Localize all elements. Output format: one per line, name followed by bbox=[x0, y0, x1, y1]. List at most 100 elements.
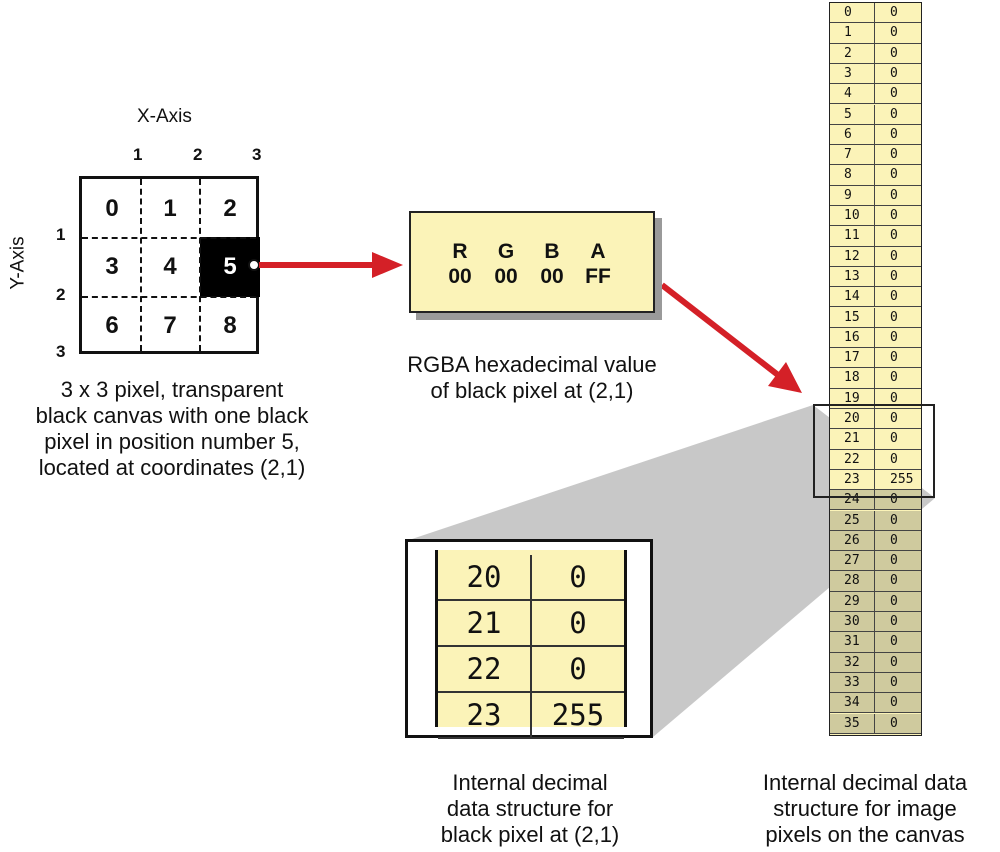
zoom-row: 21 0 bbox=[438, 601, 624, 647]
strip-value: 0 bbox=[890, 187, 898, 203]
strip-index: 6 bbox=[830, 124, 875, 145]
strip-value: 0 bbox=[890, 86, 898, 102]
y-tick-1: 1 bbox=[56, 225, 66, 244]
pixel-cell: 2 bbox=[223, 195, 237, 222]
strip-value: 0 bbox=[890, 25, 898, 41]
pixel-cell: 3 bbox=[105, 253, 119, 280]
strip-index: 32 bbox=[830, 652, 875, 672]
rgba-col-b: B 00 bbox=[529, 239, 575, 289]
rgba-value: 00 bbox=[540, 265, 564, 288]
zoom-value: 0 bbox=[569, 606, 587, 640]
highlight-frame bbox=[813, 404, 935, 498]
caption-line: of black pixel at (2,1) bbox=[430, 378, 634, 403]
strip-value: 0 bbox=[890, 208, 898, 223]
zoom-row: 23 255 bbox=[438, 693, 624, 739]
strip-index: 5 bbox=[830, 104, 875, 124]
zoom-index: 21 bbox=[438, 601, 532, 645]
strip-value: 0 bbox=[890, 167, 898, 183]
strip-row: 32 0 bbox=[830, 652, 921, 673]
strip-value: 0 bbox=[890, 268, 898, 284]
strip-index: 19 bbox=[830, 388, 875, 408]
strip-value: 255 bbox=[890, 471, 914, 487]
strip-index: 33 bbox=[830, 672, 875, 693]
arrow-right-head bbox=[372, 252, 403, 278]
strip-index: 20 bbox=[830, 409, 875, 429]
strip-value: 0 bbox=[890, 411, 898, 426]
pixel-cell: 8 bbox=[223, 312, 237, 339]
zoom-index: 23 bbox=[438, 693, 532, 737]
strip-value: 0 bbox=[890, 654, 898, 670]
strip-index: 17 bbox=[830, 348, 875, 368]
caption-line: black canvas with one black bbox=[35, 403, 309, 428]
strip-row: 23 255 bbox=[830, 469, 921, 491]
zoom-row: 22 0 bbox=[438, 647, 624, 693]
grid-divider bbox=[82, 296, 256, 298]
zoom-value: 255 bbox=[551, 698, 605, 732]
x-tick-1: 1 bbox=[133, 145, 143, 164]
arrow-diagonal-shaft bbox=[660, 282, 780, 378]
strip-value: 0 bbox=[890, 147, 898, 163]
strip-value: 0 bbox=[890, 614, 898, 629]
zoom-row: 20 0 bbox=[438, 555, 624, 601]
pixel-cell: 6 bbox=[105, 312, 119, 339]
strip-value: 0 bbox=[890, 45, 898, 61]
caption-line: RGBA hexadecimal value bbox=[407, 352, 657, 377]
rgba-col-a: A FF bbox=[575, 239, 621, 289]
strip-value: 0 bbox=[890, 228, 898, 244]
caption-line: Internal decimal data bbox=[762, 770, 968, 795]
rgba-value: FF bbox=[585, 265, 611, 288]
zoom-index: 22 bbox=[438, 647, 532, 691]
strip-value: 0 bbox=[890, 512, 898, 528]
x-tick-2: 2 bbox=[193, 145, 203, 164]
zoom-value: 0 bbox=[569, 560, 587, 594]
caption-line: Internal decimal bbox=[452, 770, 608, 795]
grid-divider bbox=[82, 237, 256, 239]
strip-index: 28 bbox=[830, 571, 875, 591]
strip-row: 33 0 bbox=[830, 672, 921, 694]
strip-row: 20 0 bbox=[830, 409, 921, 430]
strip-index: 12 bbox=[830, 246, 875, 266]
strip-value: 0 bbox=[890, 289, 898, 305]
y-tick-2: 2 bbox=[56, 285, 66, 304]
caption-line: black pixel at (2,1) bbox=[440, 822, 620, 847]
zoomed-table-body: 20 0 21 0 22 0 23 255 bbox=[435, 550, 627, 739]
zoom-caption: Internal decimal data structure for blac… bbox=[380, 770, 680, 848]
rgba-header: G bbox=[497, 240, 515, 263]
strip-index: 26 bbox=[830, 530, 875, 551]
strip-value: 0 bbox=[890, 674, 898, 690]
pixel-grid-caption: 3 x 3 pixel, transparent black canvas wi… bbox=[0, 377, 344, 481]
strip-value: 0 bbox=[890, 350, 898, 366]
strip-value: 0 bbox=[890, 248, 898, 264]
zoom-value: 0 bbox=[569, 652, 587, 686]
strip-value: 0 bbox=[890, 634, 898, 650]
strip-index: 23 bbox=[830, 469, 875, 490]
strip-value: 0 bbox=[890, 5, 898, 20]
strip-value: 0 bbox=[890, 65, 898, 81]
strip-value: 0 bbox=[890, 492, 898, 508]
arrow-diagonal-head bbox=[768, 362, 802, 393]
strip-value: 0 bbox=[890, 715, 898, 731]
caption-line: 3 x 3 pixel, transparent bbox=[60, 377, 284, 402]
